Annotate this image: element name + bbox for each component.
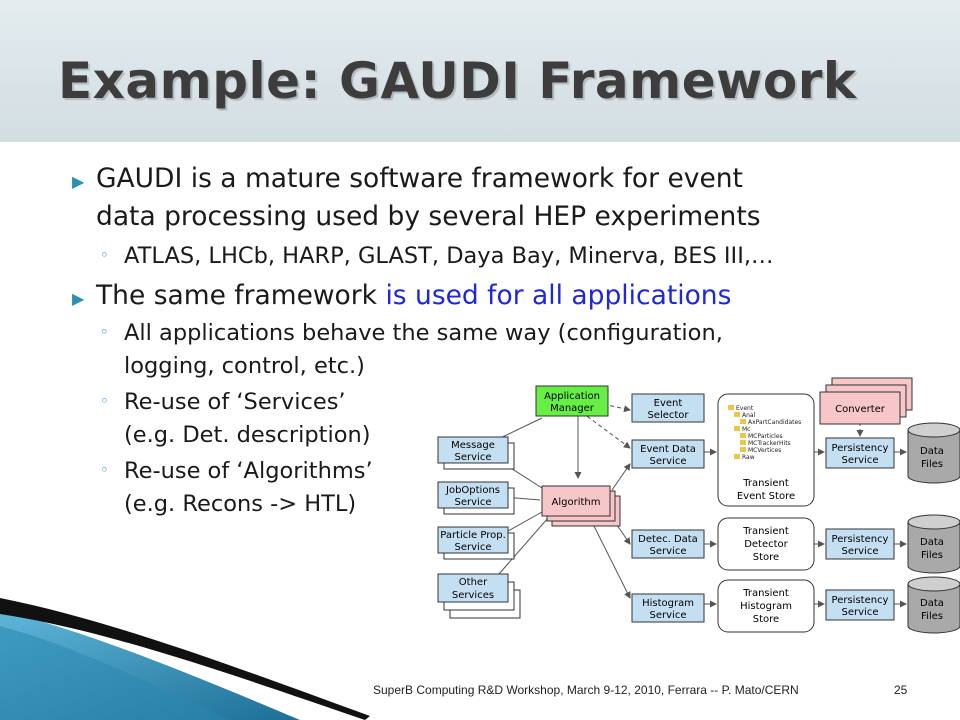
bullet-2-plain: The same framework <box>96 280 386 311</box>
svg-text:Histogram: Histogram <box>740 601 792 612</box>
svg-text:Particle Prop.: Particle Prop. <box>440 530 506 541</box>
svg-text:Raw: Raw <box>742 454 755 461</box>
gaudi-architecture-diagram: Application Manager Event Selector Messa… <box>437 377 960 634</box>
sub-bullet-ring-icon: ◦ <box>100 461 109 479</box>
svg-text:MCParticles: MCParticles <box>748 433 783 440</box>
svg-text:Detector: Detector <box>744 539 788 550</box>
svg-text:Event Store: Event Store <box>737 491 795 502</box>
svg-text:MCTrackerHits: MCTrackerHits <box>748 440 791 447</box>
persistency-service-box: Persistency Service <box>825 589 895 621</box>
persistency-service-box: Persistency Service <box>825 437 895 469</box>
svg-text:Application: Application <box>544 391 600 402</box>
data-files-cylinder: Data Files <box>907 422 960 484</box>
svg-text:Persistency: Persistency <box>832 595 889 606</box>
detec-data-service-box: Detec. Data Service <box>631 529 705 559</box>
svg-text:Data: Data <box>920 446 944 457</box>
sub-bullet-algorithms-line-1: Re-use of ‘Algorithms’ <box>124 458 373 484</box>
data-files-cylinder: Data Files <box>907 514 960 574</box>
bullet-1-line-2: data processing used by several HEP expe… <box>96 201 761 232</box>
event-selector-box: Event Selector <box>631 393 705 423</box>
svg-text:Service: Service <box>842 546 879 557</box>
svg-text:Store: Store <box>753 552 779 563</box>
svg-text:Store: Store <box>753 614 779 625</box>
svg-text:Event: Event <box>654 398 683 409</box>
svg-text:Anal: Anal <box>742 412 756 419</box>
other-services-box: Other Services <box>437 573 521 619</box>
svg-text:Service: Service <box>455 452 492 463</box>
svg-text:Transient: Transient <box>742 526 789 537</box>
svg-text:MCVertices: MCVertices <box>748 447 781 454</box>
sub-bullet-behave-line-2: logging, control, etc.) <box>124 353 365 379</box>
sub-bullet-ring-icon: ◦ <box>100 392 109 410</box>
bullet-2-highlight: is used for all applications <box>385 280 732 311</box>
svg-text:Service: Service <box>650 546 687 557</box>
app-manager-box: Application Manager <box>535 385 609 417</box>
bullet-1-line-1: GAUDI is a mature software framework for… <box>96 163 743 194</box>
svg-text:Data: Data <box>920 598 944 609</box>
persistency-service-box: Persistency Service <box>825 528 895 560</box>
sub-bullet-services-line-1: Re-use of ‘Services’ <box>124 389 346 415</box>
sub-bullet-ring-icon: ◦ <box>100 323 109 341</box>
svg-text:Event Data: Event Data <box>640 444 696 455</box>
svg-text:Message: Message <box>451 440 495 451</box>
svg-text:Event: Event <box>736 405 754 412</box>
svg-text:AxPartCandidates: AxPartCandidates <box>748 419 801 426</box>
bullet-arrow-icon: ▶ <box>72 289 85 308</box>
svg-text:Mc: Mc <box>742 426 750 433</box>
svg-text:Selector: Selector <box>647 410 689 421</box>
sub-bullet-services-line-2: (e.g. Det. description) <box>124 422 371 448</box>
sub-bullet-ring-icon: ◦ <box>100 246 109 264</box>
sub-bullet-algorithms-line-2: (e.g. Recons -> HTL) <box>124 491 357 517</box>
svg-text:Service: Service <box>650 456 687 467</box>
svg-text:Detec. Data: Detec. Data <box>638 534 698 545</box>
svg-text:Files: Files <box>921 459 943 470</box>
slide-footer: SuperB Computing R&D Workshop, March 9-1… <box>373 683 799 697</box>
svg-text:Persistency: Persistency <box>832 443 889 454</box>
bullet-2-line: The same framework is used for all appli… <box>96 277 731 315</box>
page-number: 25 <box>894 683 908 697</box>
svg-text:Persistency: Persistency <box>832 534 889 545</box>
svg-text:Service: Service <box>455 542 492 553</box>
svg-text:Service: Service <box>842 455 879 466</box>
svg-text:Manager: Manager <box>550 403 595 414</box>
bullet-arrow-icon: ▶ <box>72 172 85 191</box>
algorithm-box: Algorithm <box>541 485 621 527</box>
event-data-service-box: Event Data Service <box>631 439 705 469</box>
message-service-box: Message Service <box>437 436 515 470</box>
svg-text:Service: Service <box>650 610 687 621</box>
svg-text:Services: Services <box>452 590 494 601</box>
svg-text:Algorithm: Algorithm <box>552 497 601 508</box>
svg-text:Service: Service <box>842 607 879 618</box>
transient-event-store-box: Event Anal AxPartCandidates Mc MCParticl… <box>717 393 815 507</box>
svg-text:Files: Files <box>921 611 943 622</box>
svg-text:Histogram: Histogram <box>642 598 694 609</box>
title-band <box>0 0 960 142</box>
svg-text:Converter: Converter <box>835 404 886 415</box>
sub-bullet-experiments: ATLAS, LHCb, HARP, GLAST, Daya Bay, Mine… <box>124 243 774 269</box>
particle-prop-service-box: Particle Prop. Service <box>437 526 515 560</box>
svg-text:Transient: Transient <box>742 478 789 489</box>
histogram-service-box: Histogram Service <box>631 593 705 623</box>
transient-histogram-store-box: Transient Histogram Store <box>717 579 815 633</box>
transient-detector-store-box: Transient Detector Store <box>717 517 815 571</box>
converter-box: Converter <box>819 377 913 425</box>
svg-text:Files: Files <box>921 550 943 561</box>
slide-title: Example: GAUDI Framework <box>58 52 857 110</box>
svg-text:JobOptions: JobOptions <box>445 485 500 496</box>
svg-text:Data: Data <box>920 537 944 548</box>
svg-text:Service: Service <box>455 497 492 508</box>
svg-text:Other: Other <box>459 577 488 588</box>
svg-text:Transient: Transient <box>742 588 789 599</box>
data-files-cylinder: Data Files <box>907 576 960 634</box>
decorative-swoosh <box>0 598 370 720</box>
sub-bullet-behave-line-1: All applications behave the same way (co… <box>124 320 723 346</box>
joboptions-service-box: JobOptions Service <box>437 481 515 515</box>
